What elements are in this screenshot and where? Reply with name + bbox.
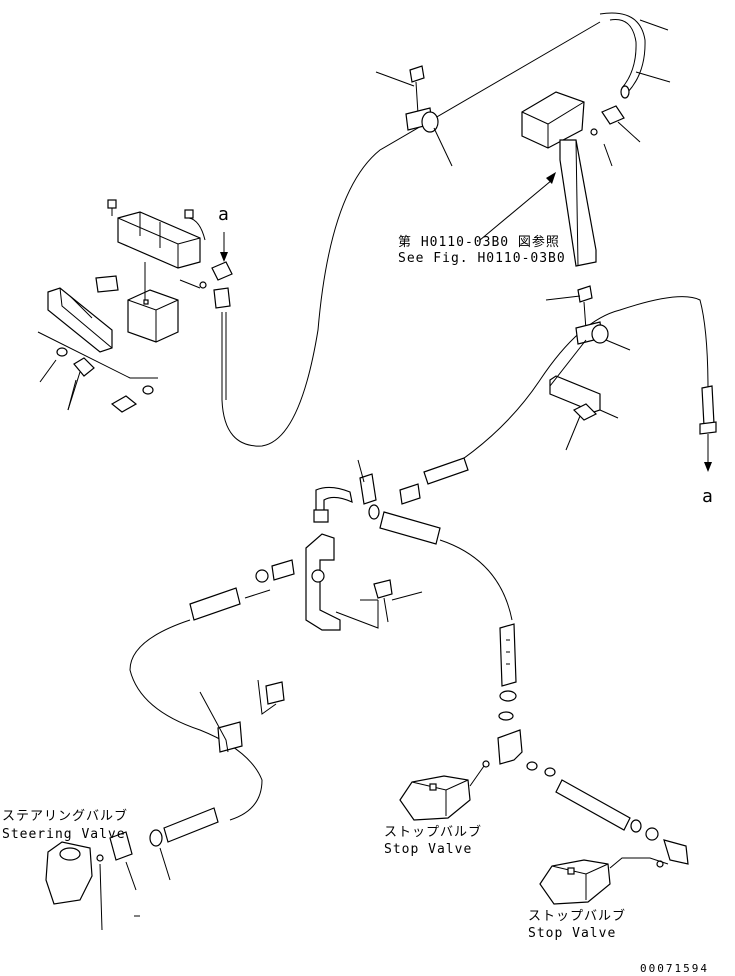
stop-valves-and-tee: [399, 623, 689, 905]
drawing-number: 00071594: [640, 962, 709, 975]
upper-clamp-and-bolt: [375, 65, 453, 167]
lower-left-clamp-and-steering-valve: [45, 679, 285, 931]
control-box: [479, 19, 671, 267]
fig-ref-jp: 第 H0110-03B0 図参照: [398, 234, 560, 250]
central-fittings-and-bracket: [189, 457, 469, 631]
stop-valve-2-label-en: Stop Valve: [528, 926, 616, 941]
stop-valve-1-label-en: Stop Valve: [384, 842, 472, 857]
steering-valve-label-en: Steering Valve: [2, 827, 126, 842]
stop-valve-1-label-jp: ストップバルブ: [384, 824, 482, 840]
right-clamp-and-bolt: [545, 285, 717, 472]
upper-hose-fittings: [199, 232, 233, 309]
fig-ref-en: See Fig. H0110-03B0: [398, 251, 566, 266]
hose-lines: [129, 12, 709, 821]
steering-valve-label-jp: ステアリングバルブ: [2, 808, 128, 824]
solenoid-valve-assembly: [37, 199, 206, 413]
arrow-label-right: a: [702, 486, 714, 507]
arrow-label-top: a: [218, 204, 230, 225]
stop-valve-2-label-jp: ストップバルブ: [528, 908, 626, 924]
text-labels: 第 H0110-03B0 図参照 See Fig. H0110-03B0 a a…: [2, 204, 714, 975]
